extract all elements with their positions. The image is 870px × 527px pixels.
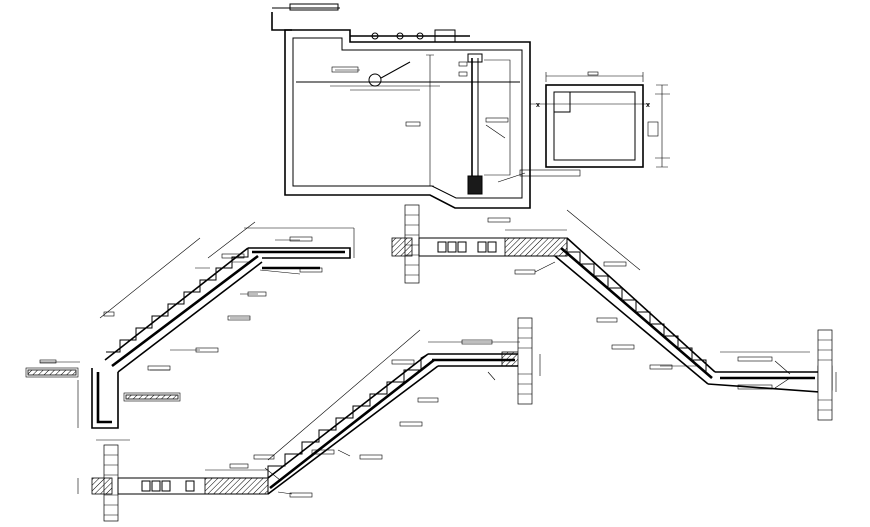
section-mark-right: X (646, 103, 650, 109)
stair-bottom (77, 317, 541, 522)
brick-wall-bottom-right (517, 317, 533, 405)
tank-plan: X X (530, 71, 670, 168)
section-mark-left: X (536, 103, 540, 109)
stair-left (25, 221, 355, 441)
stair-right (391, 204, 837, 421)
brick-wall-right-bottom (817, 329, 833, 421)
tank-section (271, 3, 581, 209)
